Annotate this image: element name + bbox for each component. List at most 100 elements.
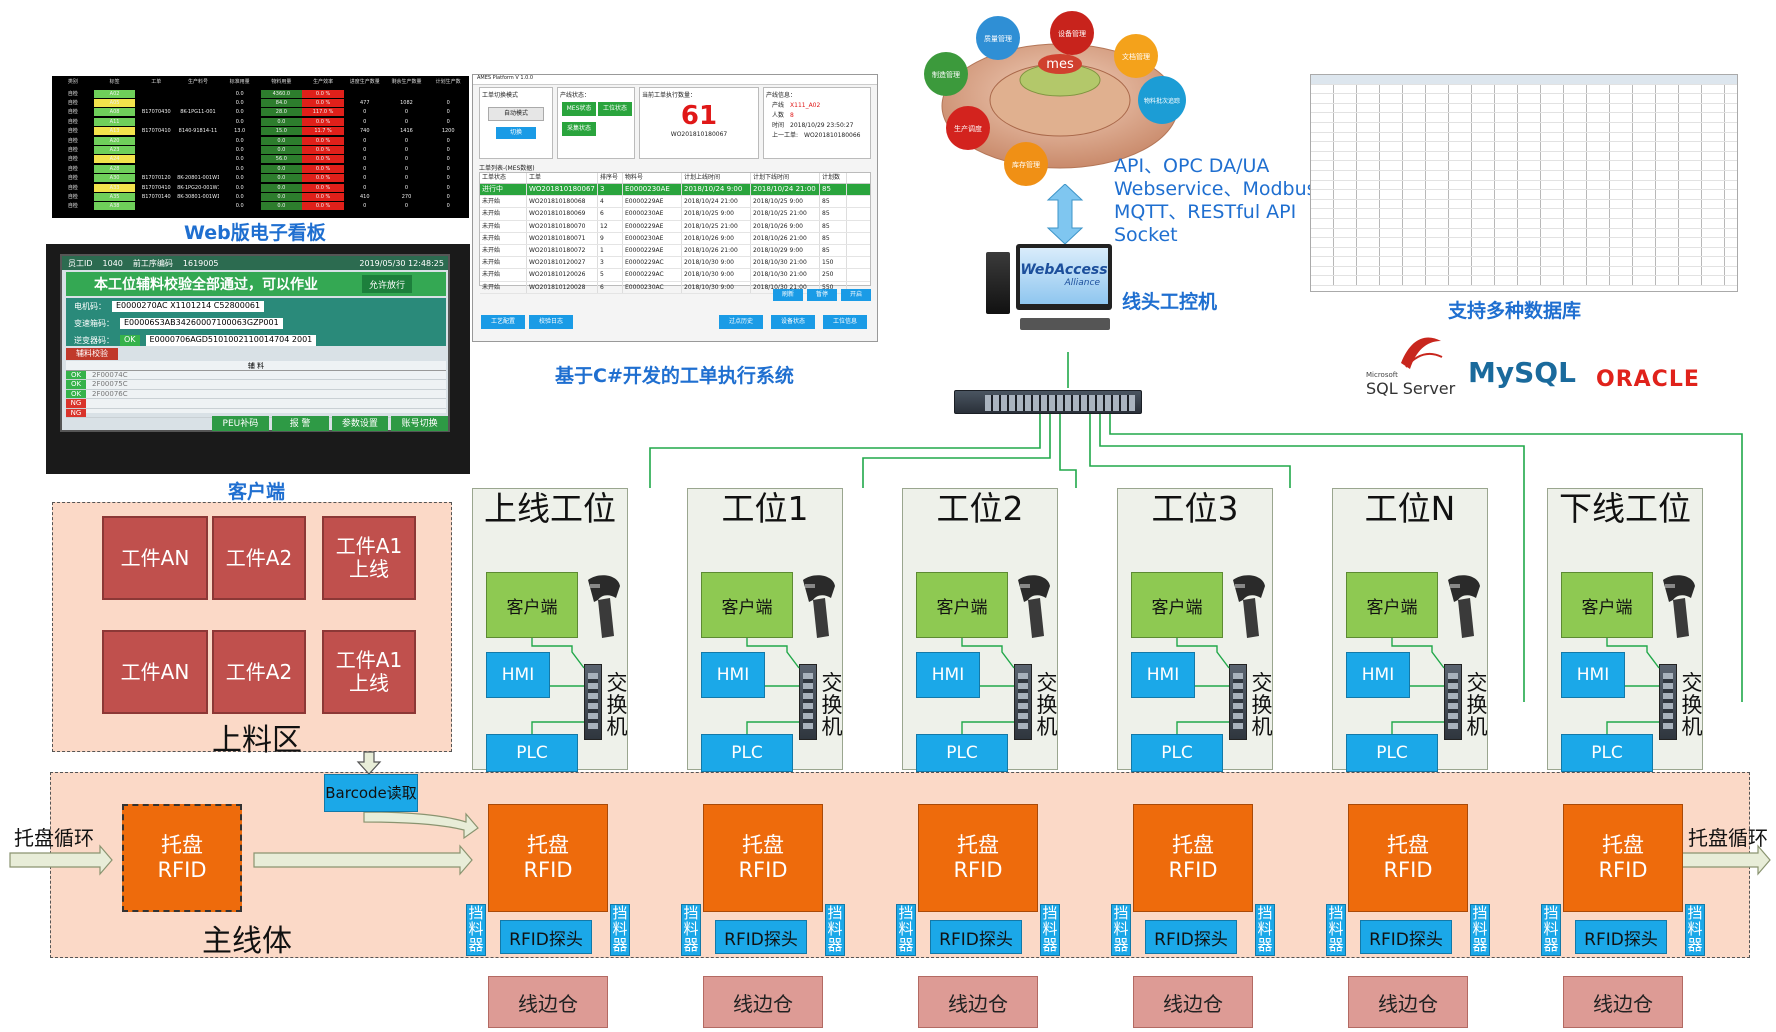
mes-ipc-arrow	[1046, 184, 1084, 244]
sqlserver-logo: Microsoft SQL Server	[1366, 333, 1456, 401]
wo-cell: 2018/10/26 21:00	[682, 244, 751, 257]
oracle-label: ORACLE	[1596, 367, 1700, 392]
kanban-cell: A08	[93, 108, 136, 117]
wo-bottom-button[interactable]: 过点历史	[719, 315, 763, 329]
wo-cell: 85	[820, 208, 847, 220]
wo-cell: 5	[598, 269, 623, 281]
wo-col: 计划数	[820, 173, 847, 183]
module-label: 质量管理	[984, 34, 1012, 43]
wo-bottom-button[interactable]: 工位信息	[823, 315, 867, 329]
station-plc: PLC	[916, 734, 1008, 772]
wo-cell: 85	[820, 232, 847, 244]
kanban-cell: 0	[446, 137, 450, 144]
station-switch-label: 交 换 机	[1036, 671, 1058, 740]
workorder-window: AMES Platform V 1.0.0 工单切换模式 自动模式 切换 产线状…	[472, 74, 878, 342]
station-plc: PLC	[1131, 734, 1223, 772]
info-value: X111_A02	[790, 102, 821, 109]
kanban-cell: B17070410	[141, 184, 171, 191]
kanban-cell: 0.0	[260, 183, 303, 192]
db-row	[1311, 161, 1737, 171]
allow-release-button[interactable]: 允许放行	[362, 275, 412, 293]
barcode-scanner-icon	[1014, 572, 1054, 642]
kanban-cell: A28	[93, 164, 136, 173]
wo-cell: WO201810180067	[527, 184, 598, 196]
station-tray-rfid: 托盘 RFID	[1348, 804, 1468, 912]
wo-cell: 150	[820, 257, 847, 269]
kanban-cell: 0.0	[235, 118, 244, 125]
module-document: 文档管理	[1114, 34, 1158, 78]
wo-action-button[interactable]: 刷新	[773, 289, 803, 301]
station-hmi: HMI	[1561, 652, 1625, 698]
header-field: 1619005	[182, 258, 219, 268]
header-field: 前工序编码	[132, 258, 173, 268]
kanban-cell: 0	[404, 156, 409, 163]
switch-account-button[interactable]: 账号切换	[391, 416, 448, 431]
db-row	[1311, 247, 1737, 258]
arrow-loop-out	[1679, 844, 1771, 876]
mode-switch-button[interactable]: 切换	[496, 127, 536, 139]
collect-status-button[interactable]: 采集状态	[562, 122, 596, 136]
kanban-cell: 0.0	[260, 164, 303, 173]
wo-col: 计划下线时间	[751, 173, 820, 183]
db-row	[1311, 276, 1737, 287]
kanban-cell: 0	[446, 184, 450, 191]
station-stopper-left: 挡 料 器	[896, 904, 916, 956]
kanban-cell: 117.0 %	[302, 108, 344, 117]
wo-cell: 2018/10/25 9:00	[751, 196, 820, 208]
wo-cell: 550	[820, 281, 847, 293]
wo-bottom-button[interactable]: 设备状态	[771, 315, 815, 329]
station-plc: PLC	[1561, 734, 1653, 772]
kanban-cell: 0.0	[235, 147, 244, 154]
aux-status: NG	[66, 399, 86, 408]
wo-action-button[interactable]: 暂停	[807, 289, 837, 301]
station-stopper-left: 挡 料 器	[1326, 904, 1346, 956]
wo-bottom-button[interactable]: 校验日志	[529, 315, 573, 329]
wo-cell: 未开始	[480, 257, 527, 269]
header-field: 2019/05/30 12:48:25	[359, 258, 444, 268]
mes-status-button[interactable]: MES状态	[562, 102, 596, 116]
peu-button[interactable]: PEU补码	[212, 416, 269, 431]
kanban-cell: A20	[93, 136, 136, 145]
kanban-cell: 0.0	[235, 100, 244, 107]
kanban-cell: 0	[446, 175, 450, 182]
wo-cell: 1	[598, 244, 623, 257]
sqlserver-small-label: Microsoft	[1366, 371, 1398, 379]
station-rfid-probe: RFID探头	[1145, 920, 1237, 954]
kanban-cell: 0	[446, 118, 450, 125]
wo-cell: 9	[598, 232, 623, 244]
auto-mode-button[interactable]: 自动模式	[488, 107, 544, 121]
wo-cell: 未开始	[480, 208, 527, 220]
alarm-button[interactable]: 报 警	[271, 416, 329, 431]
wo-action-button[interactable]: 开启	[841, 289, 871, 301]
arrow-entry	[253, 844, 473, 876]
wo-titlebar: AMES Platform V 1.0.0	[473, 75, 877, 85]
db-row	[1311, 84, 1737, 95]
wo-cell: 2018/10/30 21:00	[751, 257, 820, 269]
db-row	[1311, 266, 1737, 277]
station-status-button[interactable]: 工位状态	[598, 102, 632, 116]
station-client: 客户端	[916, 572, 1008, 638]
station-wire	[1606, 721, 1659, 734]
wo-status-panel: 产线状态： MES状态 工位状态 采集状态	[557, 87, 635, 159]
kanban-cell: 84.0	[260, 99, 303, 108]
station-tray-rfid: 托盘 RFID	[1563, 804, 1683, 912]
kanban-cell: 8K-1PG11-001	[180, 109, 216, 116]
params-button[interactable]: 参数设置	[331, 416, 389, 431]
wo-cell: WO201810180068	[527, 196, 598, 208]
wo-bottom-button[interactable]: 工艺配置	[481, 315, 525, 329]
station-line-cabinet: 线边仓	[1133, 976, 1253, 1028]
kanban-cell: 8K-20801-001W1	[177, 175, 219, 182]
